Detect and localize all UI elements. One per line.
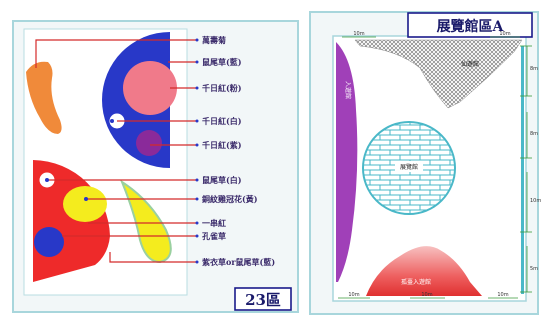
purple-globe-amaranth-bed <box>136 130 162 156</box>
label-scarlet-sage: 一串紅 <box>202 218 226 228</box>
zone-label-box <box>234 287 292 311</box>
zone-bottom-mound <box>366 246 482 296</box>
dim-right-2: 8m <box>530 131 538 137</box>
dim-top-left: 10m <box>353 31 364 37</box>
leader-lines <box>35 39 197 263</box>
leader-dots <box>45 38 199 264</box>
blue-bottom-bed <box>34 227 64 257</box>
label-purple-amaranth: 千日紅(紫) <box>202 140 242 150</box>
zone-left-label: 入遊館 <box>344 81 352 99</box>
exhibit-area-title: 展覽館區A <box>437 18 505 35</box>
zone-left-violet <box>336 42 358 282</box>
yellow-celosia-bed <box>63 186 107 222</box>
right-edge-strip <box>521 46 524 294</box>
pink-globe-amaranth-bed <box>123 61 177 115</box>
zone-top-mesh <box>354 39 523 109</box>
title-box <box>407 12 533 38</box>
label-white-amaranth: 千日紅(白) <box>202 116 242 126</box>
orange-marigold-bed <box>26 61 62 134</box>
zone-label: 23區 <box>245 291 281 309</box>
zone-center-label-bg <box>395 161 423 172</box>
label-white-sage: 鼠尾草(白) <box>202 175 242 185</box>
zone-bottom-label: 孤臺入遊館 <box>401 278 431 286</box>
label-yellow-celosia: 銅紋雞冠花(黃) <box>202 194 258 204</box>
dim-top-right: 10m <box>499 31 510 37</box>
dim-right-3: 10m <box>530 198 541 204</box>
dim-bottom-middle: 10m <box>421 292 432 298</box>
label-marigold: 萬壽菊 <box>202 35 226 45</box>
dim-right-4: 5m <box>530 266 538 272</box>
zone-top-label: 仙遊館 <box>461 60 479 68</box>
dim-bottom-left: 10m <box>348 292 359 298</box>
dim-right-1: 8m <box>530 66 538 72</box>
label-blue-sage: 鼠尾草(藍) <box>202 57 242 67</box>
zone-center-label: 展覽館 <box>400 163 418 171</box>
label-lavender: 紫衣草or鼠尾草(藍) <box>202 257 275 267</box>
label-pink-amaranth: 千日紅(粉) <box>202 83 242 93</box>
dim-bottom-right: 10m <box>497 292 508 298</box>
dimension-lines <box>338 36 532 299</box>
label-french-marigold: 孔雀草 <box>202 231 226 241</box>
